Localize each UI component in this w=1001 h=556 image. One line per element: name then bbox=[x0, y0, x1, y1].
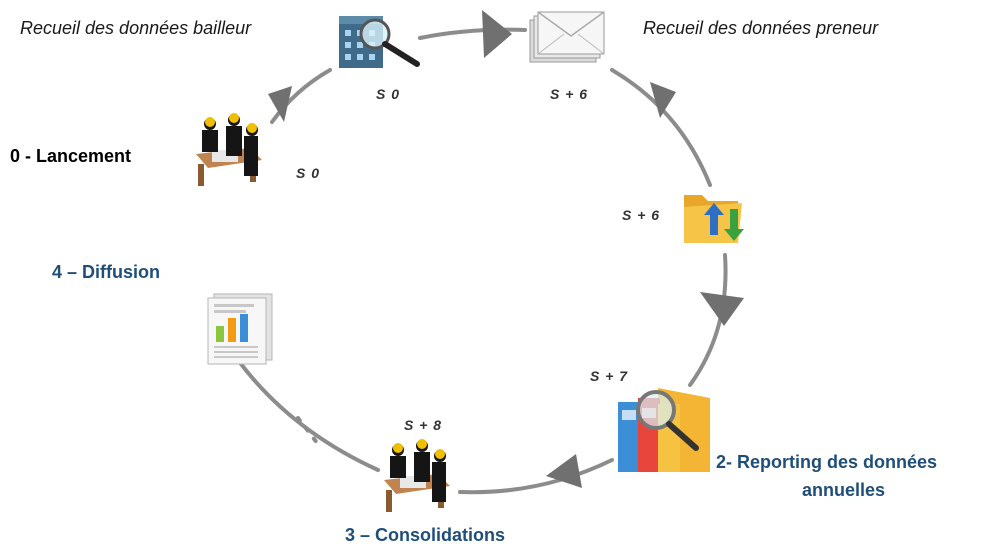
week-label-s8: S + 8 bbox=[404, 417, 443, 433]
business-meeting-icon bbox=[196, 113, 262, 186]
label-recueil-preneur: Recueil des données preneur bbox=[643, 18, 879, 38]
arc-preneur-folder bbox=[610, 68, 712, 187]
label-diffusion: 4 – Diffusion bbox=[52, 262, 161, 282]
binders-magnifier-icon bbox=[618, 388, 710, 472]
label-reporting-line1: 2- Reporting des données bbox=[716, 452, 938, 472]
building-magnifier-icon bbox=[339, 16, 420, 68]
cycle-ring bbox=[236, 27, 728, 495]
week-label-s7: S + 7 bbox=[590, 368, 629, 384]
report-document-icon bbox=[207, 293, 273, 365]
arrow-head bbox=[546, 454, 582, 488]
label-lancement: 0 - Lancement bbox=[10, 146, 132, 166]
label-consolidations: 3 – Consolidations bbox=[345, 525, 506, 545]
business-meeting-icon bbox=[384, 439, 450, 512]
arc-binders-consolidations bbox=[458, 458, 614, 495]
label-recueil-bailleur: Recueil des données bailleur bbox=[20, 18, 252, 38]
arc-lancement-bailleur bbox=[270, 68, 332, 124]
arrow-head bbox=[268, 86, 292, 122]
arc-folder-binders bbox=[688, 253, 728, 387]
week-label-s0-left: S 0 bbox=[296, 165, 321, 181]
arrow-head bbox=[650, 82, 676, 118]
arrow-head bbox=[700, 292, 744, 326]
week-label-s6-right: S + 6 bbox=[622, 207, 661, 223]
envelope-stack-icon bbox=[529, 11, 605, 63]
arc-consolidations-diffusion bbox=[236, 358, 380, 472]
week-label-s0-top: S 0 bbox=[376, 86, 401, 102]
arc-dotted-gap bbox=[296, 416, 320, 446]
cycle-arrows bbox=[268, 10, 744, 488]
arc-bailleur-preneur bbox=[418, 27, 527, 40]
label-reporting-line2: annuelles bbox=[802, 480, 886, 500]
week-label-s6-top: S + 6 bbox=[550, 86, 589, 102]
folder-transfer-icon bbox=[684, 195, 744, 243]
arrow-head bbox=[482, 10, 512, 58]
